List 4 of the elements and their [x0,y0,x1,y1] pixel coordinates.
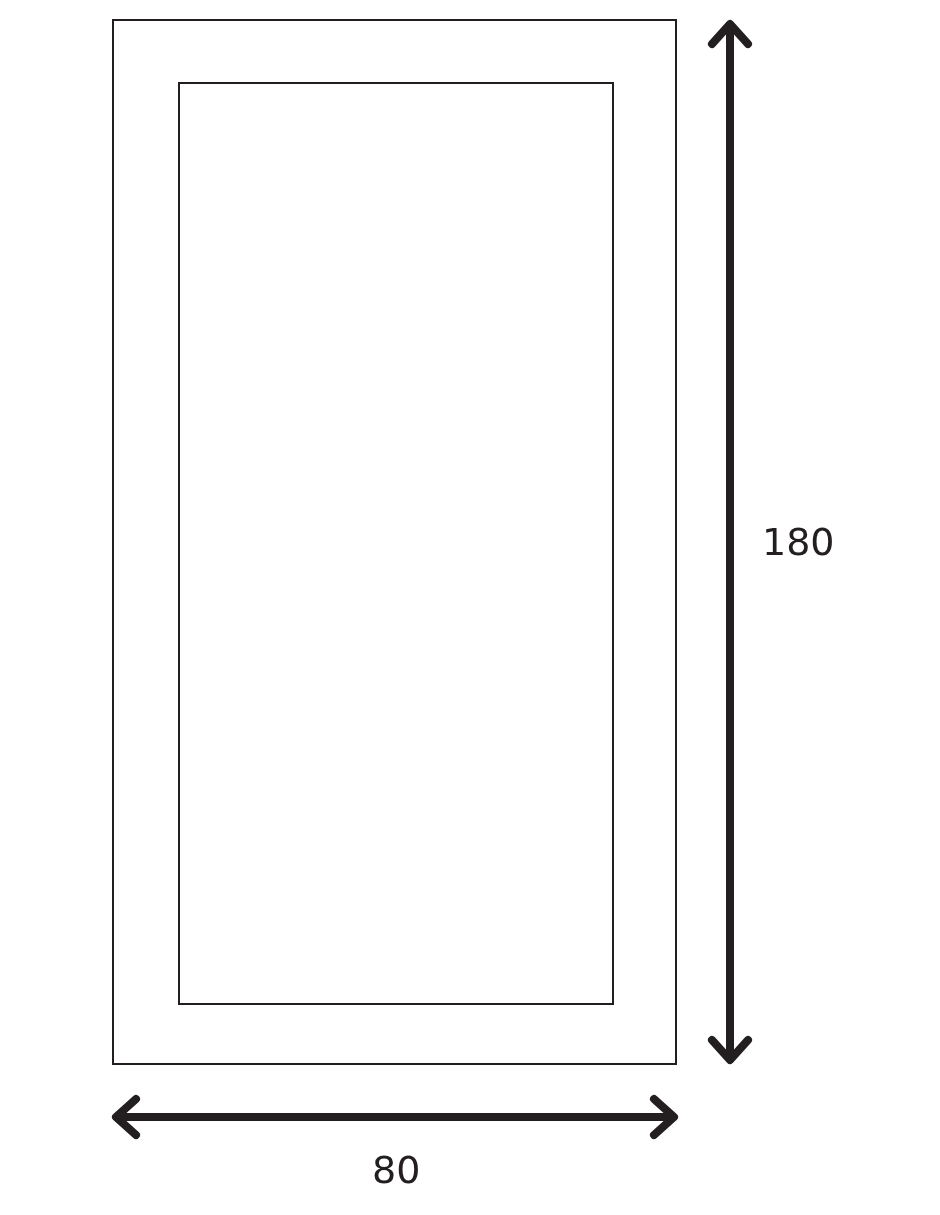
frame-rectangle [112,19,677,1065]
frame-rectangle [178,82,614,1005]
dimension-label: 80 [372,1151,421,1189]
dimension-label: 180 [762,523,835,561]
